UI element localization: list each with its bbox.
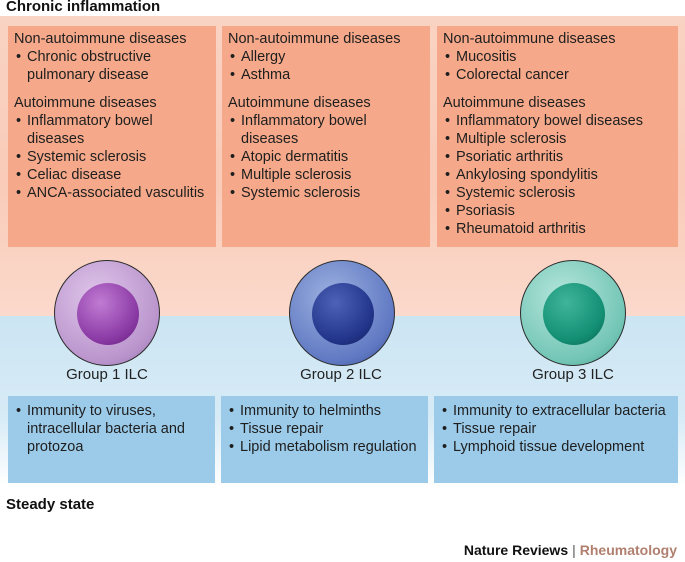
disease-item: Allergy: [228, 48, 424, 66]
group2-ilc-nucleus: [312, 283, 374, 345]
non-autoimmune-header: Non-autoimmune diseases: [14, 31, 187, 47]
disease-item: Celiac disease: [14, 166, 210, 184]
group1-ilc-cell-icon: [54, 260, 160, 366]
non-autoimmune-list: Allergy Asthma: [228, 48, 424, 84]
disease-item: Systemic sclerosis: [14, 148, 210, 166]
function-list: Immunity to viruses, intracellular bacte…: [14, 402, 209, 456]
function-item: Tissue repair: [440, 420, 672, 438]
disease-item: Multiple sclerosis: [443, 130, 672, 148]
disease-item: Multiple sclerosis: [228, 166, 424, 184]
group1-ilc-nucleus: [77, 283, 139, 345]
disease-item: Psoriasis: [443, 202, 672, 220]
disease-item: Mucositis: [443, 48, 672, 66]
disease-item: Inflammatory bowel diseases: [443, 112, 672, 130]
group3-function-box: Immunity to extracellular bacteria Tissu…: [434, 396, 678, 483]
autoimmune-header: Autoimmune diseases: [443, 95, 586, 111]
function-list: Immunity to helminths Tissue repair Lipi…: [227, 402, 422, 456]
group1-disease-box: Non-autoimmune diseases Chronic obstruct…: [8, 26, 216, 247]
non-autoimmune-header: Non-autoimmune diseases: [443, 31, 616, 47]
group2-disease-box: Non-autoimmune diseases Allergy Asthma A…: [222, 26, 430, 247]
function-item: Tissue repair: [227, 420, 422, 438]
disease-item: Inflammatory bowel diseases: [228, 112, 424, 148]
disease-item: Atopic dermatitis: [228, 148, 424, 166]
steady-state-title: Steady state: [6, 496, 95, 513]
autoimmune-list: Inflammatory bowel diseases Atopic derma…: [228, 112, 424, 202]
disease-item: Rheumatoid arthritis: [443, 220, 672, 238]
credit-separator: |: [572, 542, 576, 558]
autoimmune-list: Inflammatory bowel diseases Multiple scl…: [443, 112, 672, 238]
non-autoimmune-header: Non-autoimmune diseases: [228, 31, 401, 47]
disease-item: Inflammatory bowel diseases: [14, 112, 210, 148]
function-item: Lymphoid tissue development: [440, 438, 672, 456]
disease-item: Ankylosing spondylitis: [443, 166, 672, 184]
group3-ilc-cell-icon: [520, 260, 626, 366]
group1-ilc-label: Group 1 ILC: [66, 366, 148, 383]
group2-ilc-label: Group 2 ILC: [300, 366, 382, 383]
disease-item: Psoriatic arthritis: [443, 148, 672, 166]
group3-ilc-nucleus: [543, 283, 605, 345]
disease-item: Chronic obstructive pulmonary disease: [14, 48, 210, 84]
function-item: Immunity to extracellular bacteria: [440, 402, 672, 420]
subjournal-name: Rheumatology: [579, 542, 677, 558]
disease-item: Systemic sclerosis: [228, 184, 424, 202]
autoimmune-header: Autoimmune diseases: [228, 95, 371, 111]
autoimmune-list: Inflammatory bowel diseases Systemic scl…: [14, 112, 210, 202]
group3-ilc-label: Group 3 ILC: [532, 366, 614, 383]
journal-name: Nature Reviews: [463, 542, 569, 558]
disease-item: Colorectal cancer: [443, 66, 672, 84]
autoimmune-header: Autoimmune diseases: [14, 95, 157, 111]
chronic-inflammation-title: Chronic inflammation: [6, 0, 161, 15]
disease-item: ANCA-associated vasculitis: [14, 184, 210, 202]
group2-function-box: Immunity to helminths Tissue repair Lipi…: [221, 396, 428, 483]
group3-disease-box: Non-autoimmune diseases Mucositis Colore…: [437, 26, 678, 247]
disease-item: Systemic sclerosis: [443, 184, 672, 202]
non-autoimmune-list: Chronic obstructive pulmonary disease: [14, 48, 210, 84]
function-item: Lipid metabolism regulation: [227, 438, 422, 456]
journal-credit: Nature Reviews|Rheumatology: [464, 542, 677, 558]
function-list: Immunity to extracellular bacteria Tissu…: [440, 402, 672, 456]
function-item: Immunity to helminths: [227, 402, 422, 420]
group1-function-box: Immunity to viruses, intracellular bacte…: [8, 396, 215, 483]
non-autoimmune-list: Mucositis Colorectal cancer: [443, 48, 672, 84]
function-item: Immunity to viruses, intracellular bacte…: [14, 402, 209, 456]
group2-ilc-cell-icon: [289, 260, 395, 366]
disease-item: Asthma: [228, 66, 424, 84]
